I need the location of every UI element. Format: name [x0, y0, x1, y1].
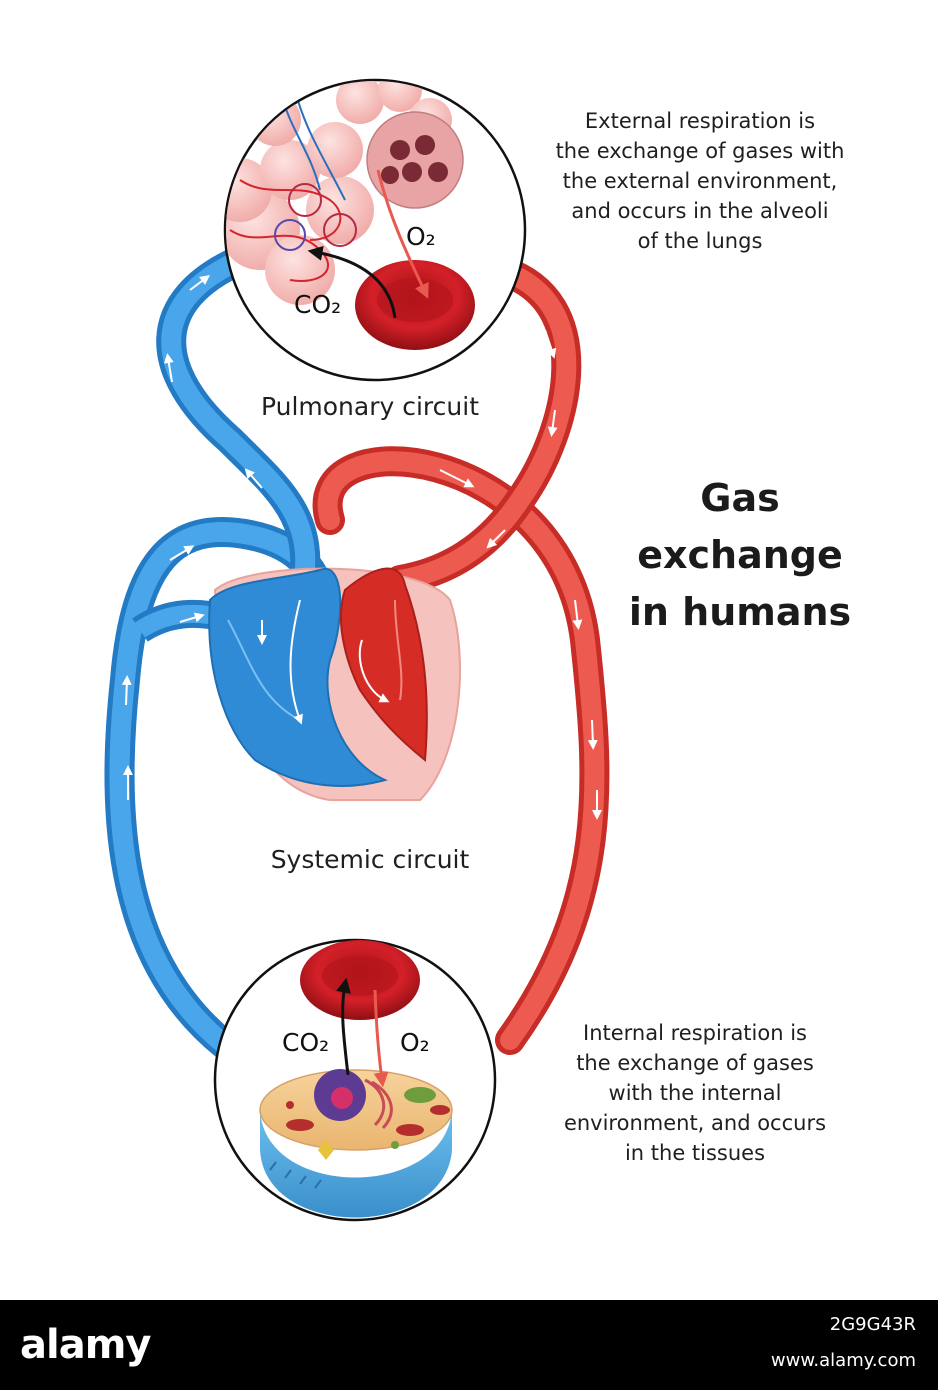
alamy-logo: alamy — [20, 1322, 151, 1368]
watermark-footer: alamy 2G9G43R www.alamy.com — [0, 1300, 938, 1390]
diagram-title: Gas exchange in humans — [628, 476, 852, 634]
alveoli-magnification — [223, 78, 527, 382]
tissue-cell-magnification — [213, 938, 497, 1222]
systemic-circuit-label: Systemic circuit — [270, 845, 470, 874]
pulmonary-circuit-label: Pulmonary circuit — [260, 392, 480, 421]
tissue-o2-label: O₂ — [400, 1028, 430, 1057]
internal-respiration-text: Internal respiration is the exchange of … — [563, 1021, 827, 1165]
tissue-co2-label: CO₂ — [282, 1028, 330, 1057]
gas-exchange-diagram — [104, 78, 610, 1222]
lung-o2-label: O₂ — [406, 222, 436, 251]
heart — [208, 567, 461, 801]
image-id: 2G9G43R — [829, 1314, 916, 1335]
site-url: www.alamy.com — [770, 1350, 916, 1371]
lung-co2-label: CO₂ — [294, 290, 342, 319]
external-respiration-text: External respiration is the exchange of … — [555, 109, 845, 253]
